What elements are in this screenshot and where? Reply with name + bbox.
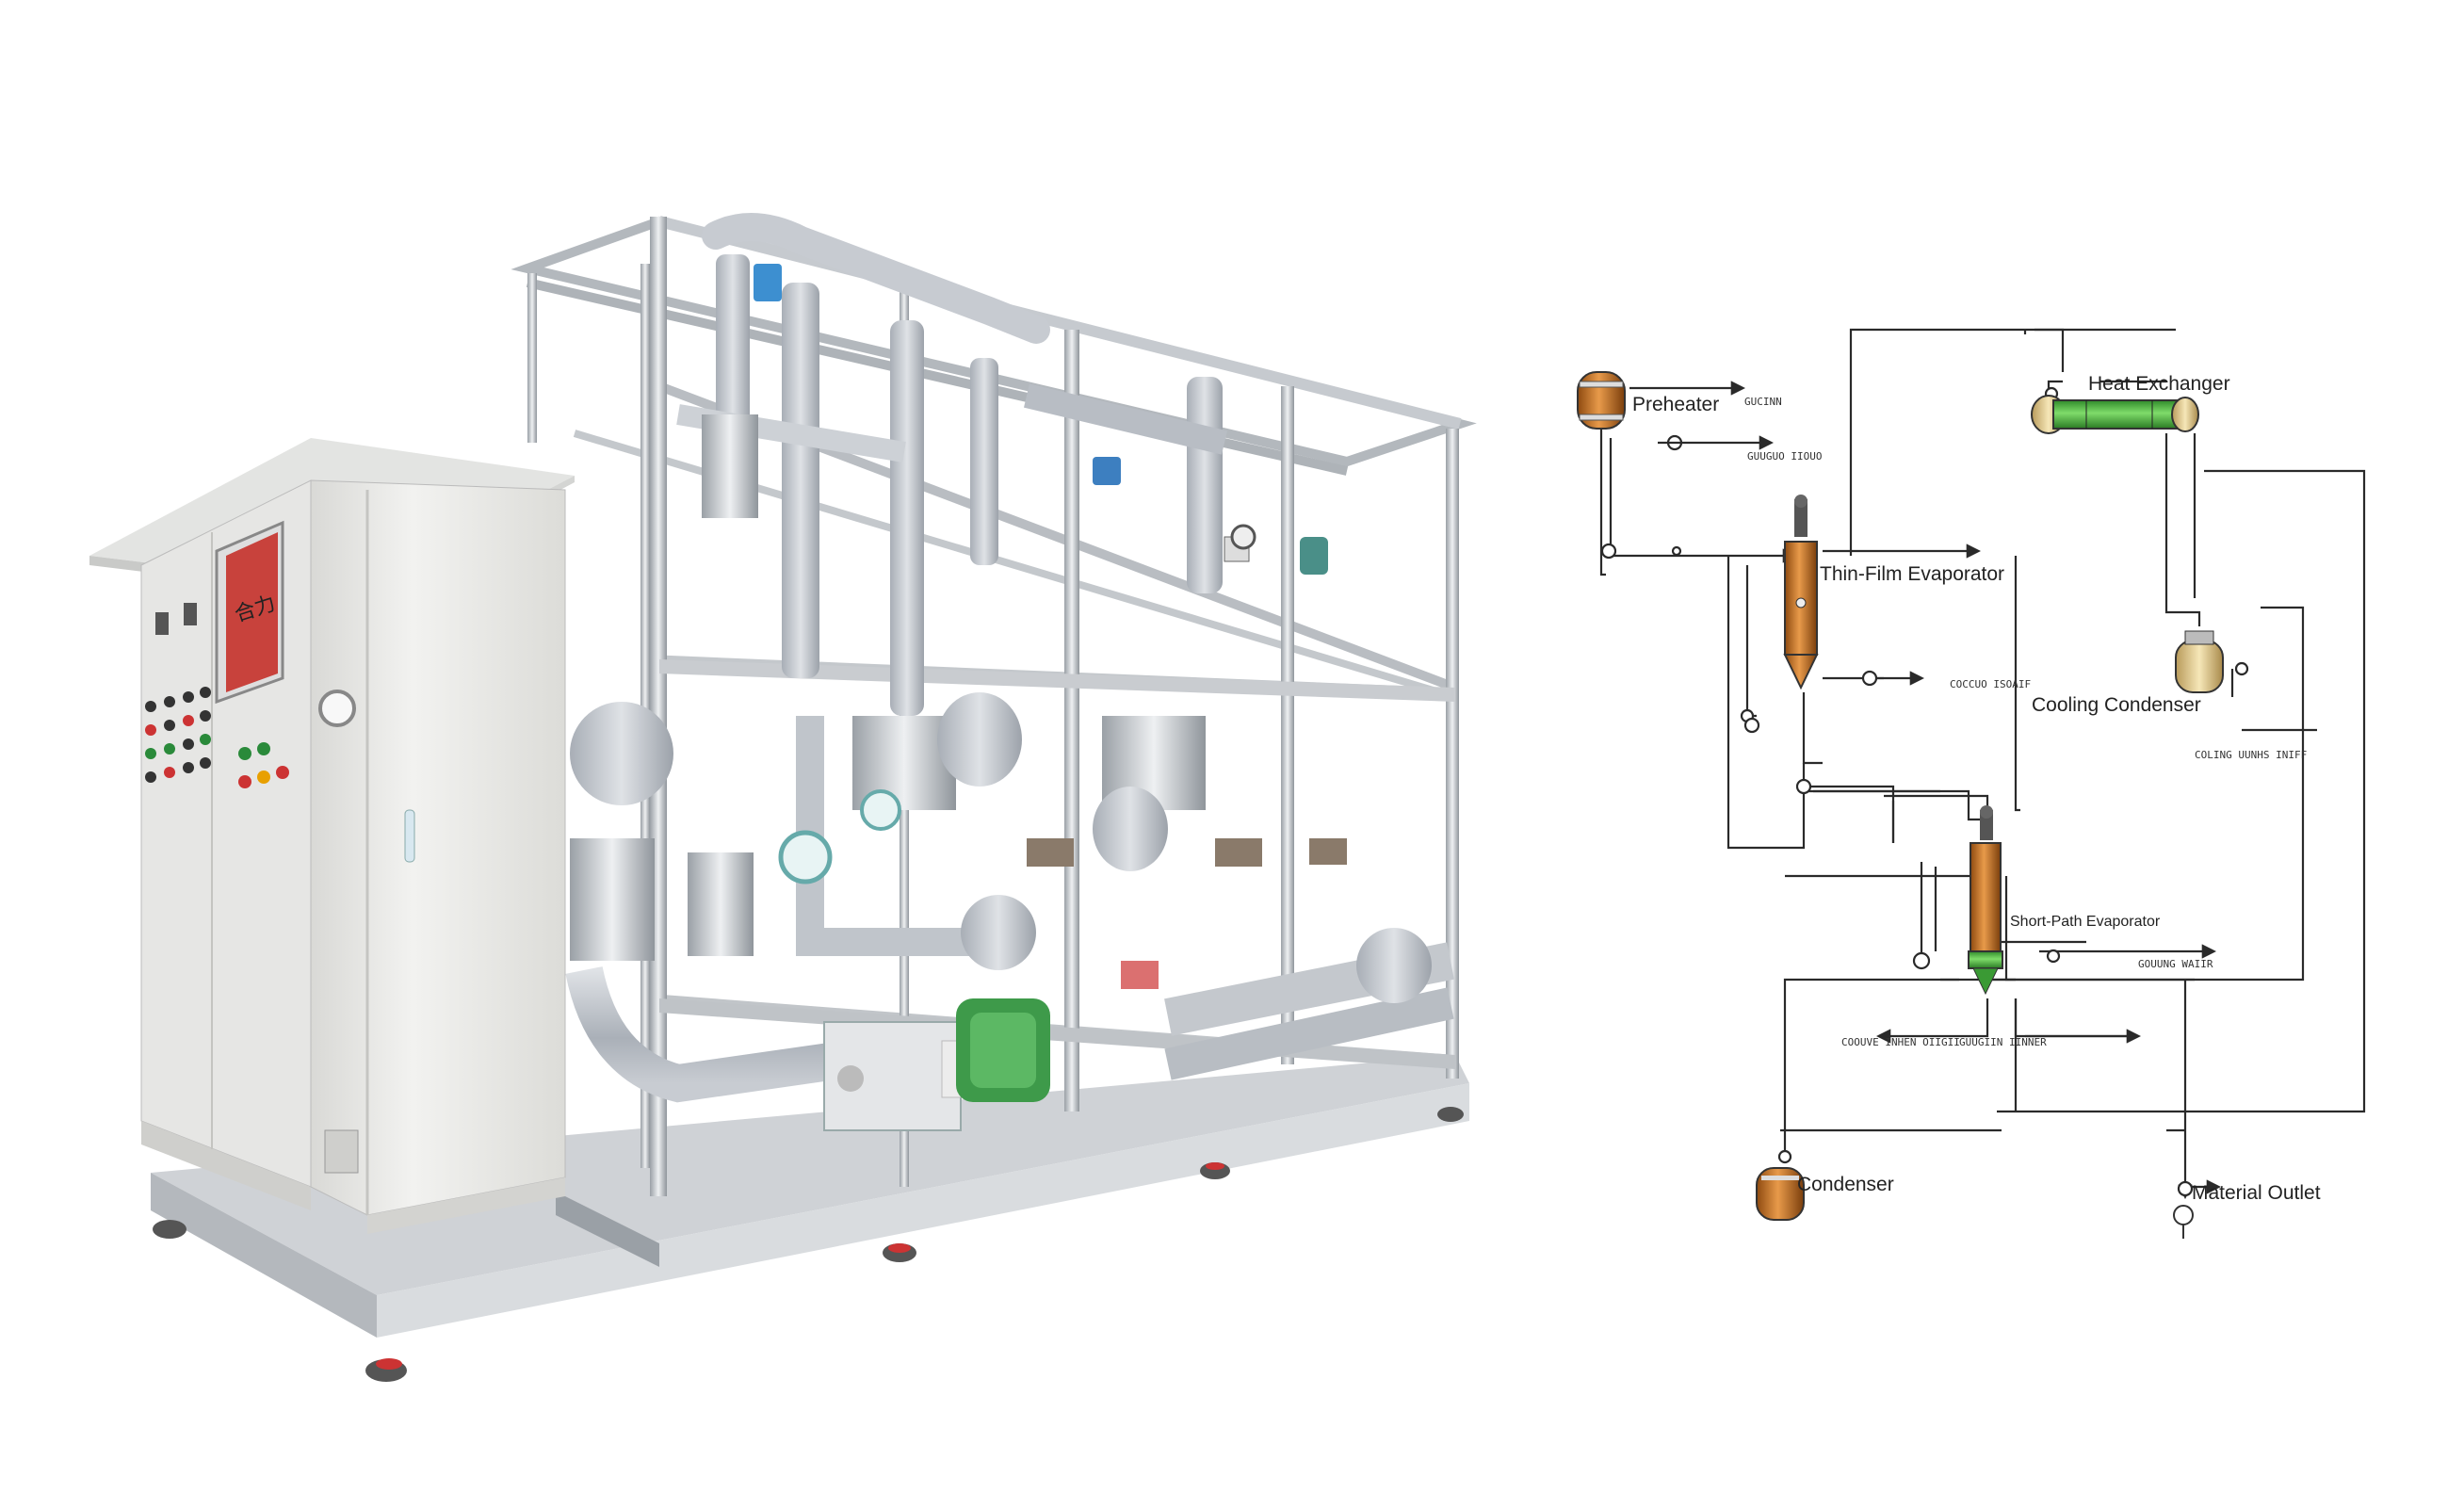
- short-path-evaporator-icon: [1968, 805, 2003, 996]
- small-text-1: GUCINN: [1744, 396, 1782, 408]
- preheater-icon: [1577, 371, 1626, 430]
- heat-exchanger-icon: [2031, 395, 2199, 434]
- thin-film-evaporator-icon: [1783, 495, 1819, 690]
- small-text-4: COLING UUNHS INIFF: [2195, 749, 2307, 761]
- pipelines: [1599, 328, 2366, 1200]
- equipment-illustration: 合力: [89, 213, 1477, 1382]
- instrument-symbols: [1600, 386, 2249, 1197]
- material-outlet-icon: [2173, 1205, 2194, 1239]
- base-skid: [151, 1055, 1469, 1338]
- vacuum-pump: [823, 998, 1050, 1131]
- process-flow-diagram: [1599, 328, 2366, 1200]
- cabinet-buttons: [145, 687, 289, 788]
- small-text-2: GUUGUO IIOUO: [1747, 450, 1822, 462]
- control-cabinet: 合力: [89, 438, 575, 1234]
- label-short-path-evaporator: Short-Path Evaporator: [2010, 914, 2161, 930]
- steel-frame: [511, 216, 1477, 1196]
- label-thin-film-evaporator: Thin-Film Evaporator: [1820, 563, 2004, 585]
- small-text-3: COCCUO ISOAIF: [1950, 678, 2031, 690]
- label-condenser: Condenser: [1797, 1174, 1894, 1195]
- leader-lines: [1629, 380, 2317, 1038]
- small-text-7: GUUGIIN IINNER: [1959, 1036, 2047, 1048]
- label-heat-exchanger: Heat Exchanger: [2088, 373, 2230, 395]
- cooling-condenser-icon: [2175, 630, 2224, 693]
- diagram-small-text: GUCINN GUUGUO IIOUO COCCUO ISOAIF COLING…: [1744, 396, 2307, 1048]
- diagram-equipment: [1577, 371, 2224, 1239]
- casters: [153, 1107, 1464, 1382]
- upper-piping: [676, 213, 1328, 716]
- valves-and-gauges: [778, 524, 1347, 989]
- label-material-outlet: Material Outlet: [2192, 1182, 2321, 1204]
- label-cooling-condenser: Cooling Condenser: [2032, 694, 2201, 716]
- label-preheater: Preheater: [1632, 394, 1719, 415]
- condenser-icon: [1756, 1167, 1805, 1221]
- diagram-labels: Preheater Heat Exchanger Thin-Film Evapo…: [1632, 373, 2321, 1204]
- small-text-6: COOUVE INHEN OIIGII: [1841, 1036, 1960, 1048]
- small-text-5: GOUUNG WAIIR: [2138, 958, 2213, 970]
- lower-piping: [565, 716, 1454, 1103]
